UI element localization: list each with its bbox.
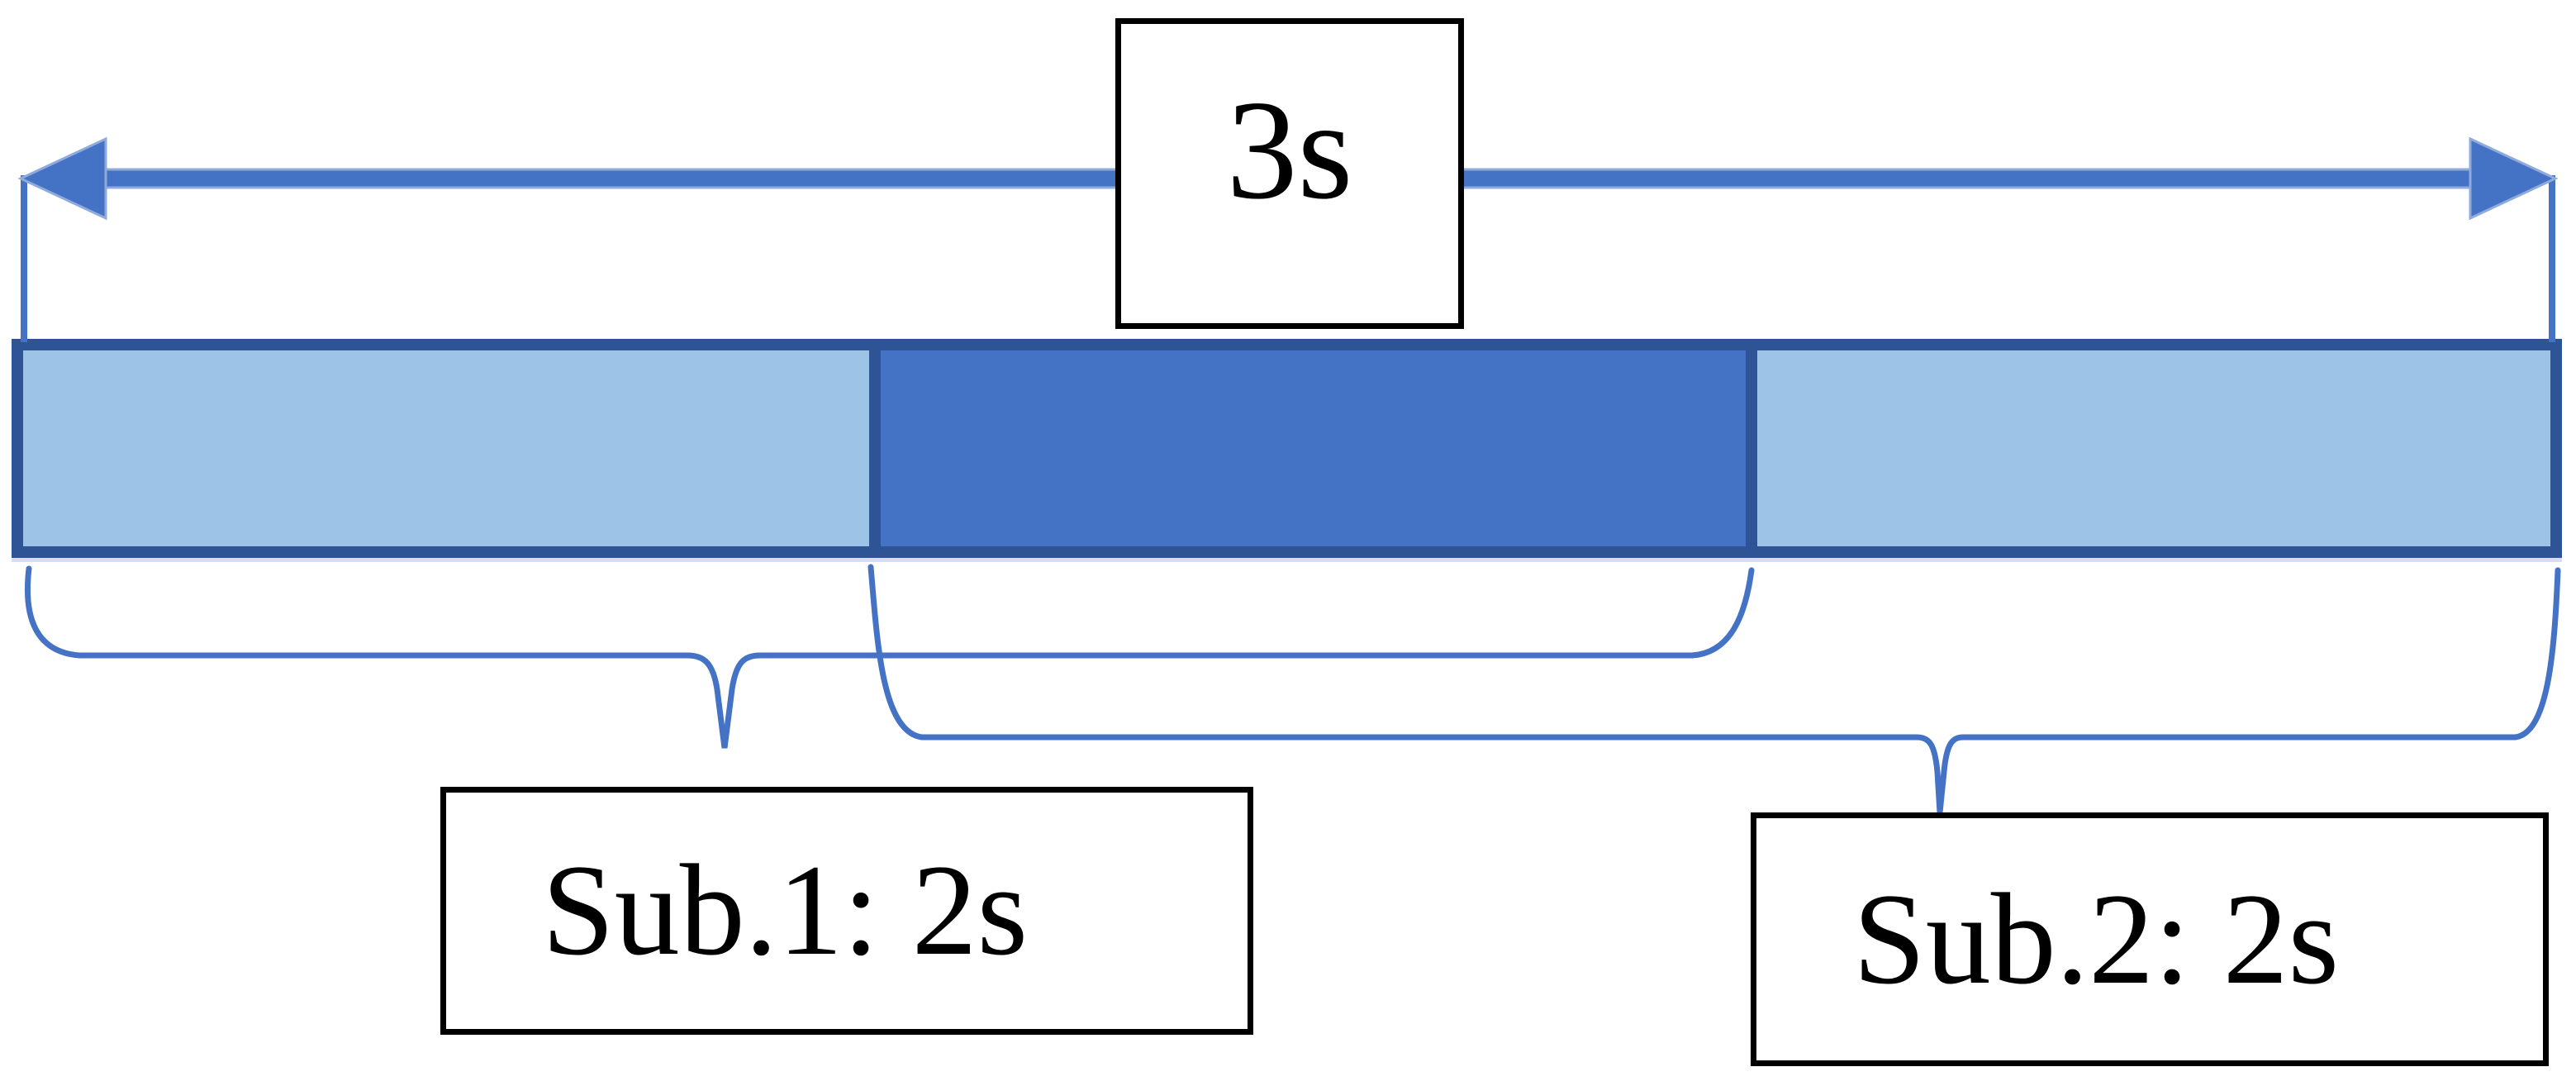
sub1-brace [24,565,1755,749]
segment-divider [1746,350,1757,546]
sub2-label-box: Sub.2: 2s [1751,812,2549,1066]
sub2-label: Sub.2: 2s [1852,866,2340,1012]
segment-sub2-only [1757,350,2550,546]
arrow-head-left [17,136,107,221]
segment-overlap [881,350,1746,546]
sub2-brace [867,564,2561,813]
total-duration-label-box: 3s [1115,18,1464,329]
segment-divider [869,350,881,546]
segment-sub1-only [23,350,869,546]
signal-bar [12,339,2562,558]
sub1-label-box: Sub.1: 2s [440,787,1253,1035]
sub1-label: Sub.1: 2s [541,838,1029,983]
arrow-head-right [2469,136,2559,221]
total-duration-label: 3s [1226,72,1353,229]
